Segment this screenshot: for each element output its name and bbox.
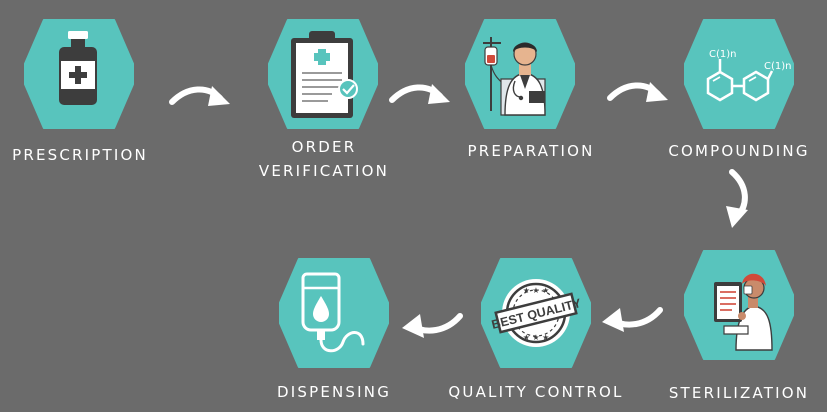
arrow-verification-to-preparation: [389, 84, 450, 104]
preparation-hexagon: [461, 17, 579, 131]
arrow-prescription-to-verification: [169, 86, 230, 106]
svg-text:★ ★ ★: ★ ★ ★: [523, 333, 550, 342]
dispensing-hexagon: [275, 256, 393, 370]
doctor-iv-icon: [483, 37, 546, 116]
step-label-compounding: COMPOUNDING: [668, 142, 810, 160]
medicine-bottle-icon: [59, 31, 97, 105]
svg-text:★ ★ ★: ★ ★ ★: [523, 286, 550, 295]
nurse-clipboard-icon: [714, 273, 773, 351]
step-label-quality-control: QUALITY CONTROL: [448, 383, 624, 401]
sterilization-hexagon: [680, 248, 798, 362]
step-label-prescription: PRESCRIPTION: [12, 146, 148, 164]
step-label-order-verification: ORDER VERIFICATION: [258, 138, 390, 180]
arrow-quality-control-to-dispensing: [402, 313, 463, 338]
step-label-sterilization: STERILIZATION: [668, 384, 810, 402]
step-order-verification: [264, 17, 382, 133]
step-sterilization: [680, 248, 798, 364]
chem-label-left: C(1)n: [709, 49, 737, 60]
step-quality-control: BEST QUALITY ★ ★ ★ ★ ★ ★: [477, 256, 595, 372]
step-preparation: [461, 17, 579, 133]
iv-bag-icon: [301, 272, 365, 353]
step-prescription: [20, 17, 138, 133]
step-label-preparation: PREPARATION: [467, 142, 595, 160]
step-label-dispensing: DISPENSING: [276, 383, 392, 401]
step-dispensing: [275, 256, 393, 372]
arrow-sterilization-to-quality-control: [602, 307, 663, 332]
clipboard-check-icon: [291, 31, 358, 118]
step-compounding: C(1)n C(1)n: [680, 17, 798, 133]
arrow-compounding-to-sterilization: [726, 169, 748, 228]
compounding-hexagon: C(1)n C(1)n: [680, 17, 798, 131]
chemical-structure-icon: C(1)n C(1)n: [706, 49, 792, 102]
prescription-hexagon: [20, 17, 138, 131]
chem-label-right: C(1)n: [764, 61, 792, 72]
order-verification-hexagon: [264, 17, 382, 131]
best-quality-stamp-icon: BEST QUALITY ★ ★ ★ ★ ★ ★: [490, 279, 583, 347]
arrow-preparation-to-compounding: [607, 82, 668, 102]
quality-control-hexagon: BEST QUALITY ★ ★ ★ ★ ★ ★: [477, 256, 595, 370]
